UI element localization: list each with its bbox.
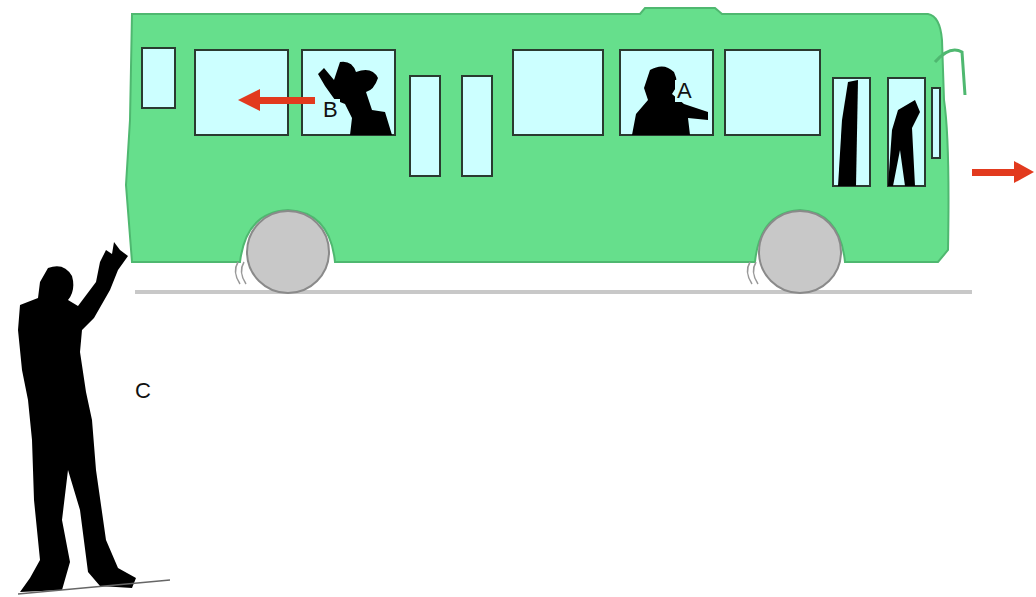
point-label: B (321, 99, 340, 121)
bus-wheels (247, 211, 841, 293)
door-figure (888, 100, 920, 186)
person-a-silhouette (632, 66, 708, 135)
point-label: C (133, 380, 153, 402)
ground-line (18, 580, 170, 594)
velocity-arrow (238, 89, 315, 111)
road-line (135, 290, 972, 294)
bus-windows (142, 48, 940, 186)
point-label: A (675, 80, 694, 102)
person-b-silhouette (318, 62, 392, 135)
velocity-arrow (972, 161, 1034, 183)
person-c-silhouette (18, 242, 136, 592)
wheel-motion-marks (235, 262, 758, 284)
door-figure (838, 80, 858, 186)
